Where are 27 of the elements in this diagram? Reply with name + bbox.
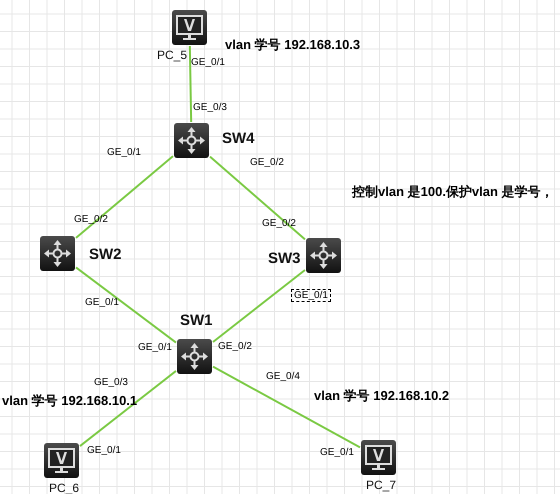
vlan-note: vlan 学号 192.168.10.2 <box>314 387 450 405</box>
network-link <box>79 370 177 447</box>
network-link <box>75 266 177 344</box>
network-link <box>188 46 192 122</box>
network-link <box>212 366 360 448</box>
network-link <box>212 269 306 343</box>
device-name: SW2 <box>89 246 122 263</box>
device-name: PC_5 <box>157 48 188 62</box>
port-label: GE_0/1 <box>87 445 121 456</box>
port-label: GE_0/2 <box>250 157 284 168</box>
port-label: GE_0/1 <box>107 147 141 158</box>
port-label: GE_0/1 <box>320 447 354 458</box>
port-label: GE_0/1 <box>191 57 225 68</box>
network-link <box>75 155 174 239</box>
port-label: GE_0/2 <box>218 341 252 352</box>
port-label: GE_0/3 <box>94 377 128 388</box>
device-name: SW3 <box>268 250 301 267</box>
device-name: SW4 <box>222 130 255 147</box>
selected-port-label: GE_0/1 <box>291 289 331 302</box>
port-label: GE_0/1 <box>85 297 119 308</box>
vlan-note: vlan 学号 192.168.10.1 <box>2 392 138 410</box>
device-name: SW1 <box>180 312 213 329</box>
port-label: GE_0/4 <box>266 371 300 382</box>
vlan-note: 控制vlan 是100.保护vlan 是学号， <box>352 183 554 201</box>
device-name: PC_7 <box>366 478 396 492</box>
network-link <box>209 156 306 240</box>
vlan-note: vlan 学号 192.168.10.3 <box>225 36 360 54</box>
